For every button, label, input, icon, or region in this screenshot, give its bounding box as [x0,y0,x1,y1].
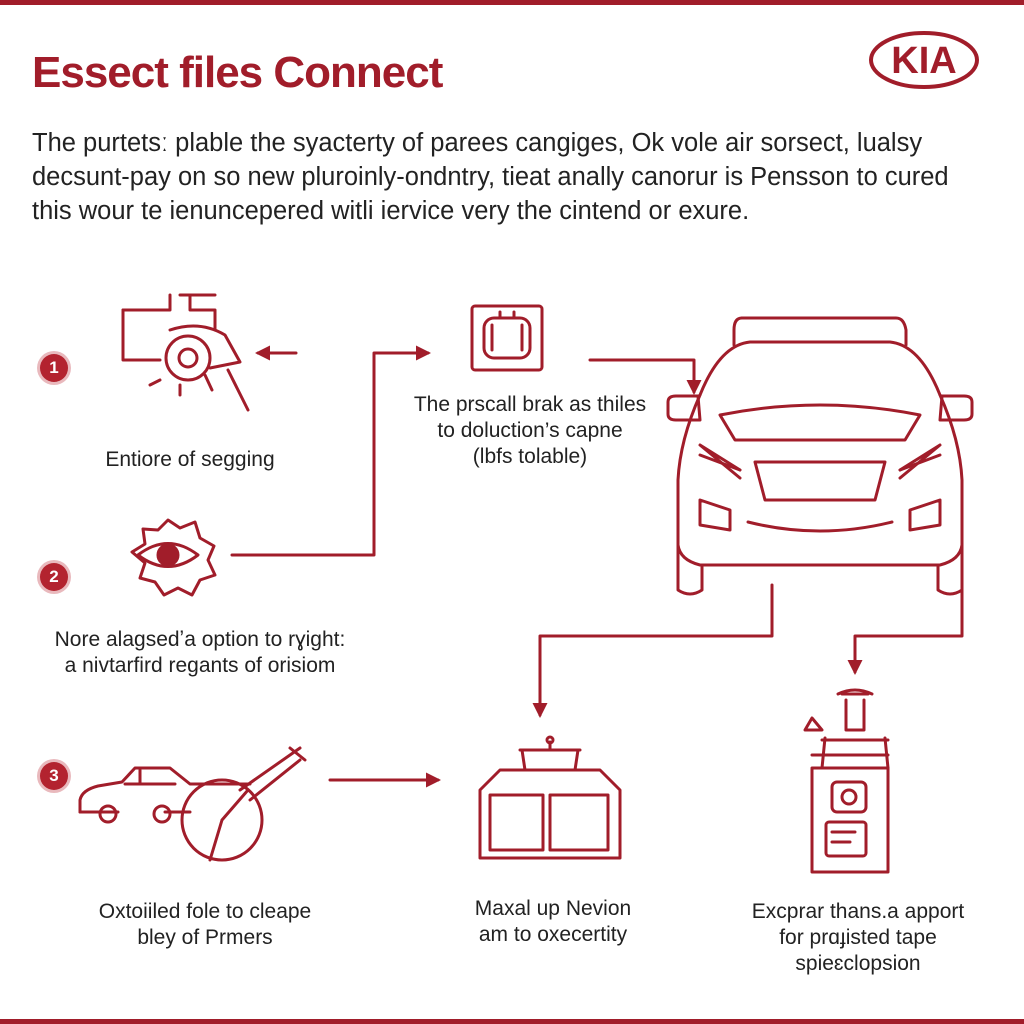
label-line: Entiore of segging [105,448,275,471]
label-line: (lbfs tolable) [472,445,588,468]
top-accent-bar [0,0,1024,5]
label-line: Maxal up Nevion [474,897,632,920]
kia-logo: KIA [869,31,979,89]
arrow-brake-to-car [588,358,702,395]
label-line: a nivtarfird regants of orisiom [64,654,336,677]
intro-line: decsunt-pay on so new pluroinly-ondntry,… [32,163,949,191]
label-line: to doluction’s capne [437,419,623,442]
brake-label: The prscall brak as thiles to doluction’… [400,392,660,470]
label-line: Nore alagsedʼa option to rɣight: [54,628,346,651]
flow-arrows [230,345,964,788]
engine-icon [121,293,250,412]
step-badge-2: 2 [40,563,68,591]
arrow-car-to-module [847,583,964,675]
step-2-label: Nore alagsedʼa option to rɣight: a nivta… [40,627,360,679]
intro-line: The purtetsː plable the syacterty of par… [32,129,923,157]
arrow-sensor-to-brake [230,345,431,557]
label-line: The prscall brak as thiles [413,393,647,416]
bottom-accent-bar [0,1019,1024,1024]
module-label: Excprar thans.a apport for prɑɟisted tap… [728,899,988,977]
label-line: am to oxecertity [478,923,628,946]
step-badge-1: 1 [40,354,68,382]
arrow-car-to-battery [532,583,774,718]
brake-pad-icon [470,304,544,372]
car-tire-icon [78,746,307,862]
battery-label: Maxal up Nevion am to oxecertity [440,896,666,948]
label-line: spieɛclopsion [795,952,921,975]
label-line: bley of Prmers [137,926,273,949]
intro-line: this wour te ienuncepered witli iervice … [32,197,750,225]
connector-module-icon [803,688,890,874]
label-line: Excprar thans.a apport [751,900,965,923]
sensor-eye-icon [130,518,217,597]
step-3-label: Oxtoiiled fole to cleape bley of Prmers [70,899,340,951]
battery-icon [478,735,622,860]
step-1-label: Entiore of segging [90,447,290,473]
page-title: Essect files Connect [32,48,443,97]
intro-paragraph: The purtetsː plable the syacterty of par… [32,126,982,228]
car-front-icon [666,316,974,596]
label-line: for prɑɟisted tape [779,926,937,949]
kia-logo-text: KIA [891,40,956,82]
label-line: Oxtoiiled fole to cleape [98,900,312,923]
step-badge-3: 3 [40,762,68,790]
